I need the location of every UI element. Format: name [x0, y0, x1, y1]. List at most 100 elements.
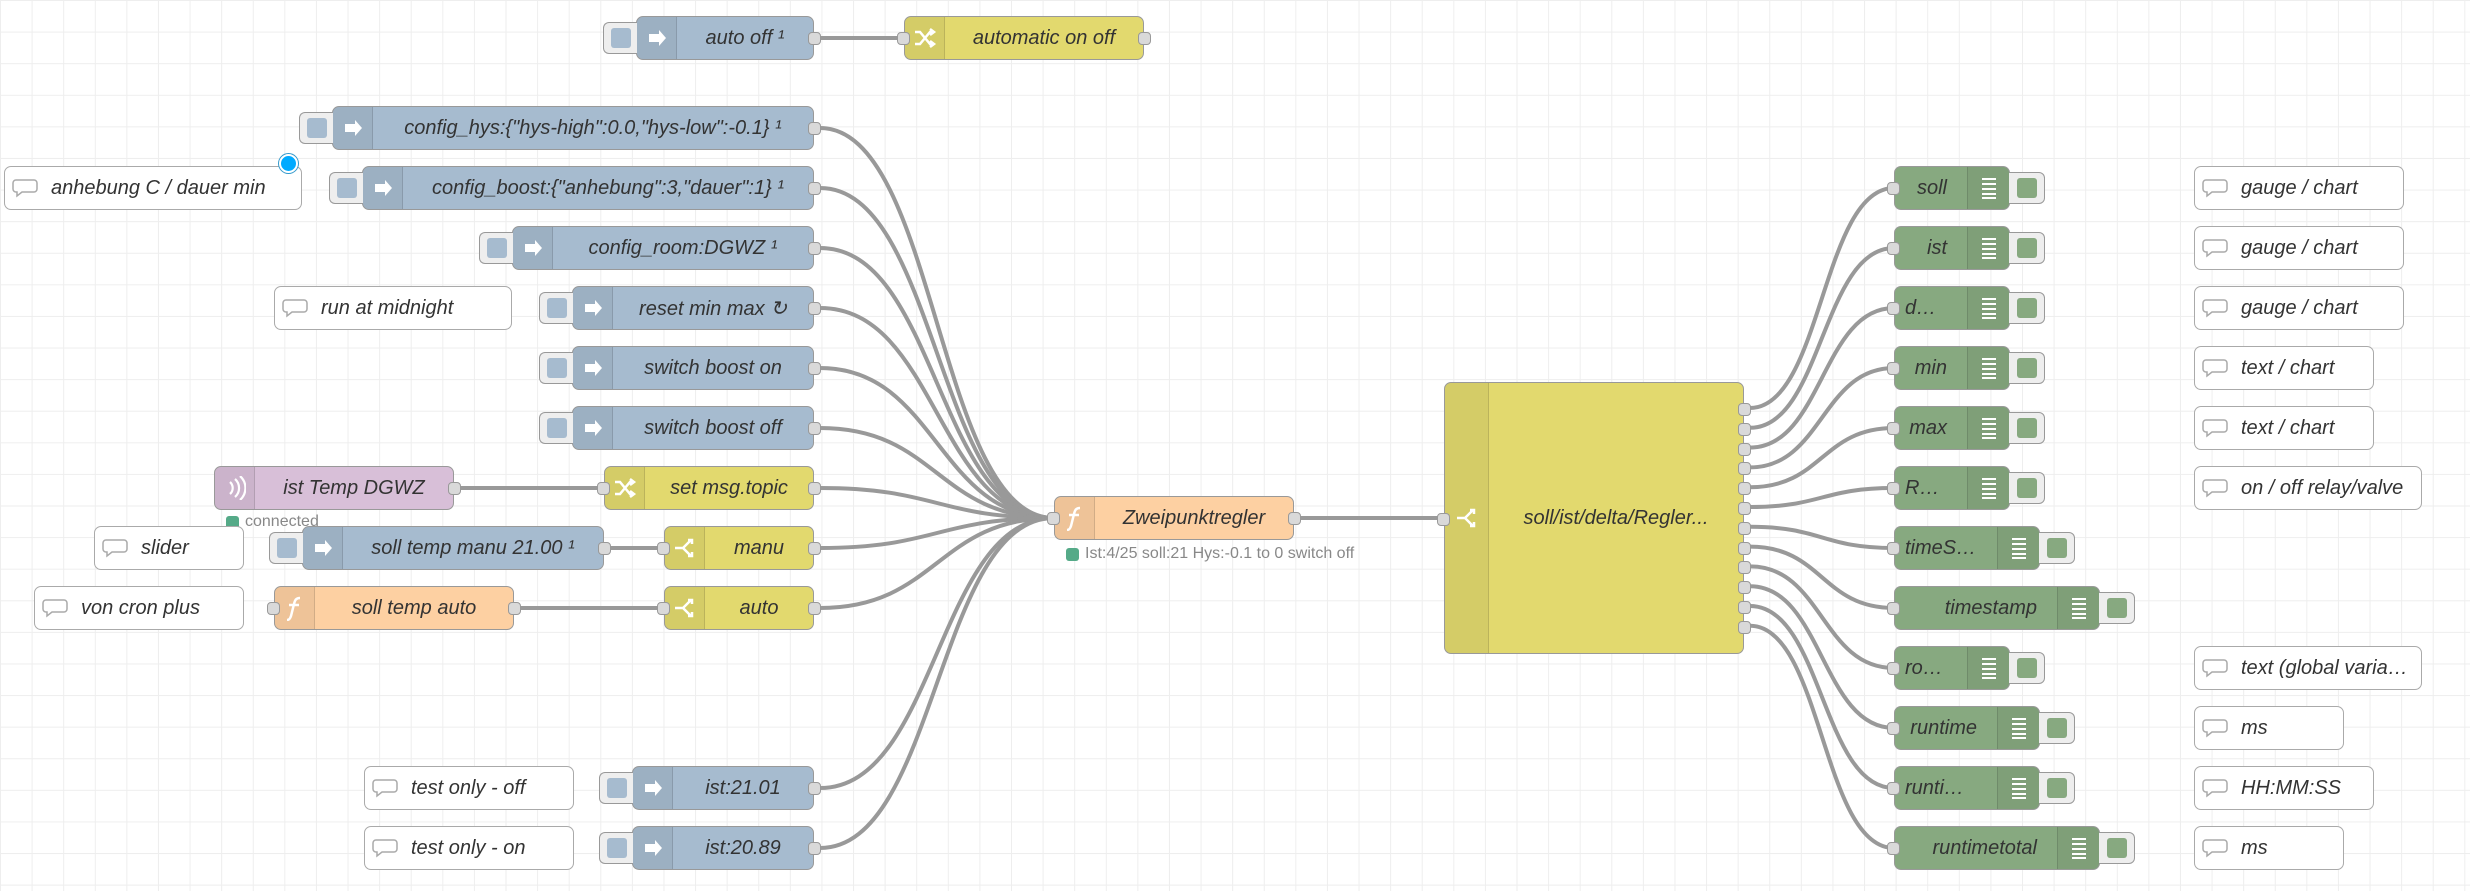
inject-button[interactable]	[539, 352, 573, 384]
input-port[interactable]	[1887, 482, 1900, 495]
output-port[interactable]	[1738, 541, 1751, 555]
inject-button[interactable]	[479, 232, 513, 264]
debug-toggle-button[interactable]	[2009, 472, 2045, 504]
output-port[interactable]	[808, 122, 821, 135]
output-port[interactable]	[1738, 581, 1751, 595]
debug-node-timestamp[interactable]: timestamp	[1887, 586, 2135, 630]
output-port[interactable]	[808, 842, 821, 855]
inject-button[interactable]	[329, 172, 363, 204]
function-node-zweipunktregler[interactable]: Zweipunktregler	[1047, 496, 1301, 540]
input-port[interactable]	[1887, 662, 1900, 675]
inject-button[interactable]	[539, 292, 573, 324]
input-port[interactable]	[1887, 722, 1900, 735]
function-node-soll-auto[interactable]: soll temp auto	[267, 586, 521, 630]
comment-node-midnight[interactable]: run at midnight	[274, 286, 512, 330]
output-port[interactable]	[1738, 442, 1751, 456]
comment-node-test-off[interactable]: test only - off	[364, 766, 574, 810]
inject-node-boost-off[interactable]: switch boost off	[539, 406, 821, 450]
input-port[interactable]	[657, 542, 670, 555]
inject-node-config-hys[interactable]: config_hys:{"hys-high":0.0,"hys-low":-0.…	[299, 106, 821, 150]
output-port[interactable]	[598, 542, 611, 555]
output-port[interactable]	[1738, 521, 1751, 535]
inject-node-ist-2101[interactable]: ist:21.01	[599, 766, 821, 810]
inject-node-reset[interactable]: reset min max ↻	[539, 286, 821, 330]
switch-node-soll-ist-delta[interactable]: soll/ist/delta/Regler...	[1437, 382, 1751, 654]
output-port[interactable]	[1738, 482, 1751, 496]
input-port[interactable]	[1887, 542, 1900, 555]
debug-node-ist[interactable]: ist	[1887, 226, 2045, 270]
inject-node-config-room[interactable]: config_room:DGWZ ¹	[479, 226, 821, 270]
inject-button[interactable]	[599, 832, 633, 864]
input-port[interactable]	[267, 602, 280, 615]
input-port[interactable]	[1887, 182, 1900, 195]
comment-node-test-on[interactable]: test only - on	[364, 826, 574, 870]
input-port[interactable]	[597, 482, 610, 495]
debug-toggle-button[interactable]	[2039, 532, 2075, 564]
switch-node-manu[interactable]: manu	[657, 526, 821, 570]
debug-node-max[interactable]: max	[1887, 406, 2045, 450]
comment-node-slider[interactable]: slider	[94, 526, 244, 570]
debug-toggle-button[interactable]	[2039, 772, 2075, 804]
comment-node-cron[interactable]: von cron plus	[34, 586, 244, 630]
output-port[interactable]	[508, 602, 521, 615]
debug-toggle-button[interactable]	[2009, 652, 2045, 684]
debug-toggle-button[interactable]	[2039, 712, 2075, 744]
output-port[interactable]	[808, 602, 821, 615]
output-port[interactable]	[808, 362, 821, 375]
output-port[interactable]	[1288, 512, 1301, 525]
comment-node-right[interactable]: gauge / chart	[2194, 286, 2404, 330]
output-port[interactable]	[1738, 620, 1751, 634]
output-port[interactable]	[808, 782, 821, 795]
input-port[interactable]	[657, 602, 670, 615]
output-port[interactable]	[808, 32, 821, 45]
output-port[interactable]	[808, 182, 821, 195]
comment-node-right[interactable]: text (global variable)	[2194, 646, 2422, 690]
debug-node-runtimestr[interactable]: runtimestr	[1887, 766, 2075, 810]
input-port[interactable]	[1887, 302, 1900, 315]
input-port[interactable]	[1047, 512, 1060, 525]
output-port[interactable]	[1738, 403, 1751, 416]
output-port[interactable]	[448, 482, 461, 495]
debug-node-min[interactable]: min	[1887, 346, 2045, 390]
inject-button[interactable]	[269, 532, 303, 564]
inject-node-auto-off[interactable]: auto off ¹	[603, 16, 821, 60]
output-port[interactable]	[1738, 422, 1751, 436]
debug-node-timestring[interactable]: timeString	[1887, 526, 2075, 570]
comment-node-right[interactable]: gauge / chart	[2194, 166, 2404, 210]
debug-node-room[interactable]: room	[1887, 646, 2045, 690]
output-port[interactable]	[1138, 32, 1151, 45]
inject-node-soll-manu[interactable]: soll temp manu 21.00 ¹	[269, 526, 611, 570]
input-port[interactable]	[897, 32, 910, 45]
change-node-automatic[interactable]: automatic on off	[897, 16, 1151, 60]
input-port[interactable]	[1887, 242, 1900, 255]
inject-button[interactable]	[599, 772, 633, 804]
comment-node-right[interactable]: gauge / chart	[2194, 226, 2404, 270]
output-port[interactable]	[808, 242, 821, 255]
debug-toggle-button[interactable]	[2009, 352, 2045, 384]
output-port[interactable]	[808, 422, 821, 435]
inject-button[interactable]	[603, 22, 637, 54]
inject-node-boost-on[interactable]: switch boost on	[539, 346, 821, 390]
comment-node-right[interactable]: text / chart	[2194, 346, 2374, 390]
input-port[interactable]	[1437, 513, 1450, 526]
debug-node-runtime[interactable]: runtime	[1887, 706, 2075, 750]
output-port[interactable]	[808, 482, 821, 495]
mqtt-in-node-ist-temp[interactable]: ist Temp DGWZ	[214, 466, 461, 510]
debug-toggle-button[interactable]	[2009, 232, 2045, 264]
output-port[interactable]	[808, 542, 821, 555]
inject-node-ist-2089[interactable]: ist:20.89	[599, 826, 821, 870]
comment-node-right[interactable]: on / off relay/valve	[2194, 466, 2422, 510]
debug-toggle-button[interactable]	[2009, 172, 2045, 204]
output-port[interactable]	[1738, 601, 1751, 614]
comment-node-right[interactable]: HH:MM:SS	[2194, 766, 2374, 810]
debug-node-delta[interactable]: delta	[1887, 286, 2045, 330]
input-port[interactable]	[1887, 842, 1900, 855]
debug-toggle-button[interactable]	[2099, 832, 2135, 864]
comment-node-right[interactable]: ms	[2194, 706, 2344, 750]
input-port[interactable]	[1887, 362, 1900, 375]
debug-toggle-button[interactable]	[2009, 292, 2045, 324]
input-port[interactable]	[1887, 602, 1900, 615]
output-port[interactable]	[1738, 502, 1751, 515]
comment-node-anhebung[interactable]: anhebung C / dauer min	[4, 166, 302, 210]
